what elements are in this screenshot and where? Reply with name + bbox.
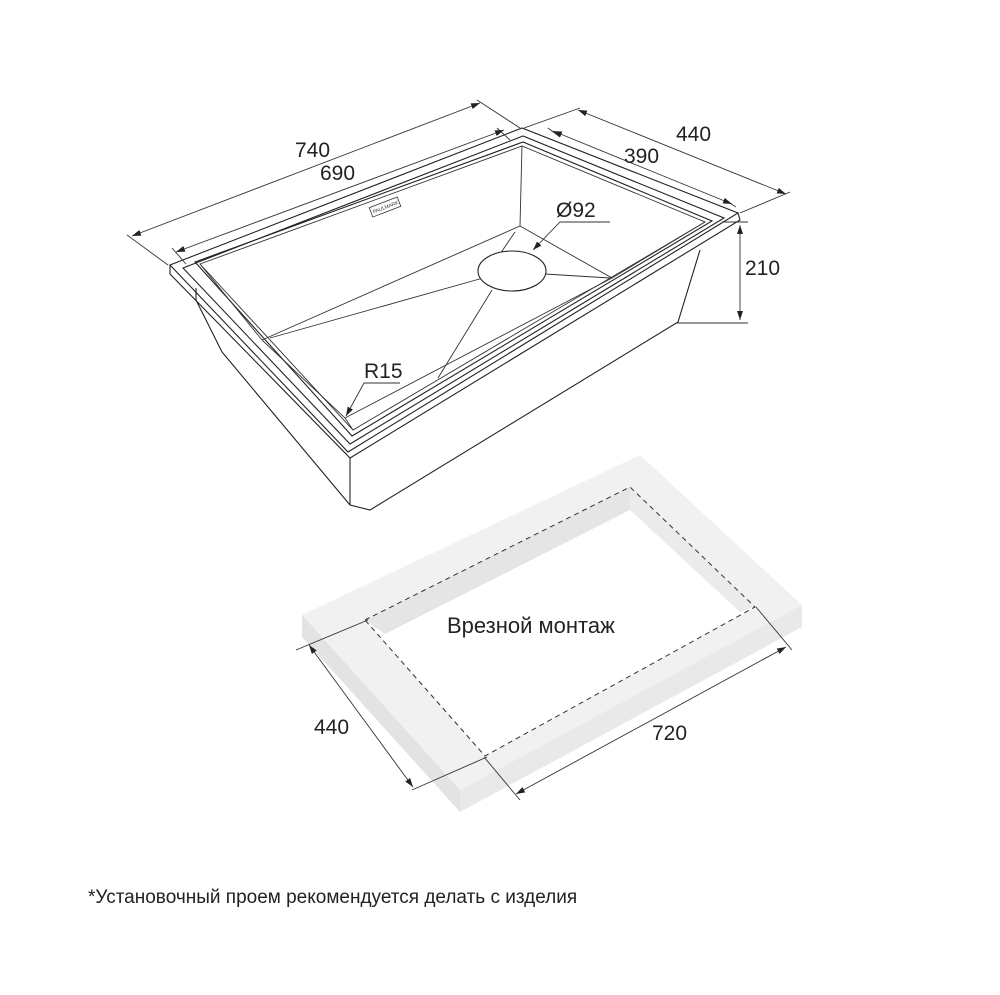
dimension-inner-length: 690 <box>171 127 511 265</box>
footnote: *Установочный проем рекомендуется делать… <box>88 887 577 908</box>
dim-radius-label: R15 <box>364 360 403 383</box>
dim-440-top-label: 440 <box>676 123 711 146</box>
sink-outline: PAULMARK <box>169 127 741 511</box>
dim-cutout-440-label: 440 <box>314 716 349 739</box>
cutout-title: Врезной монтаж <box>447 613 615 638</box>
dimension-depth: 210 <box>676 221 780 324</box>
dim-drain-label: Ø92 <box>556 199 596 222</box>
dim-390-label: 390 <box>624 145 659 168</box>
dimension-cutout-length: 720 <box>483 606 793 801</box>
radius-callout: R15 <box>345 360 403 417</box>
dimension-cutout-width: 440 <box>295 619 488 791</box>
dimension-inner-width: 390 <box>547 127 737 208</box>
dim-cutout-720-label: 720 <box>652 722 687 745</box>
drain-callout: Ø92 <box>532 199 610 251</box>
dim-740-label: 740 <box>295 139 330 162</box>
dim-210-label: 210 <box>745 257 780 280</box>
dim-690-label: 690 <box>320 162 355 185</box>
